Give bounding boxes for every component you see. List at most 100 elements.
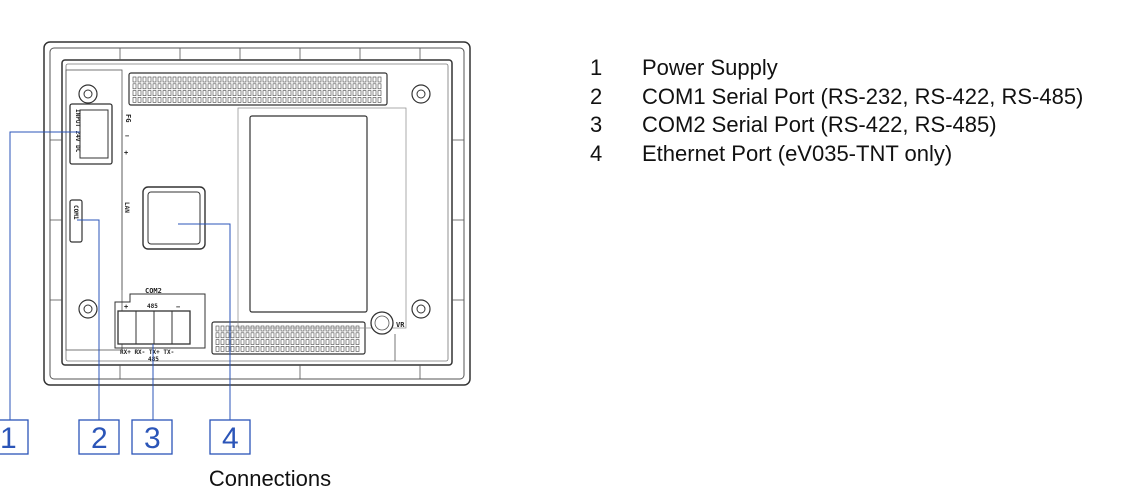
vent-slot bbox=[197, 83, 202, 90]
vent-slot bbox=[352, 76, 357, 83]
vent-slot bbox=[252, 83, 257, 90]
vent-slot bbox=[257, 90, 262, 96]
vent-slot bbox=[255, 339, 260, 345]
vent-slot bbox=[267, 76, 272, 83]
vent-slot bbox=[162, 90, 167, 96]
vent-slot bbox=[282, 97, 287, 103]
vent-slot bbox=[357, 76, 362, 83]
vent-slot bbox=[307, 90, 312, 96]
vent-slot bbox=[187, 83, 192, 90]
vent-slot bbox=[325, 339, 330, 345]
vent-slot bbox=[237, 90, 242, 96]
vent-slot bbox=[252, 76, 257, 83]
vent-slot bbox=[347, 90, 352, 96]
vent-slot bbox=[310, 332, 315, 339]
vent-slot bbox=[297, 83, 302, 90]
callout-box-1: 1 bbox=[0, 419, 29, 455]
vent-slot bbox=[245, 346, 250, 352]
vent-slot bbox=[297, 90, 302, 96]
com2-terminal: COM2 485 + − RX+ RX- TX+ TX- 485 bbox=[114, 287, 206, 363]
vent-slot bbox=[320, 325, 325, 332]
vent-slot bbox=[285, 332, 290, 339]
vent-slot bbox=[182, 97, 187, 103]
vent-slot bbox=[317, 90, 322, 96]
vent-slot bbox=[280, 346, 285, 352]
vent-slot bbox=[142, 97, 147, 103]
callout-leader-lines bbox=[9, 131, 231, 420]
vent-slot bbox=[330, 332, 335, 339]
vent-slot bbox=[222, 76, 227, 83]
vent-slot bbox=[217, 97, 222, 103]
vent-slot bbox=[362, 97, 367, 103]
vent-slot bbox=[227, 76, 232, 83]
vent-slot bbox=[245, 325, 250, 332]
vent-slot bbox=[267, 83, 272, 90]
vent-slot bbox=[327, 90, 332, 96]
vent-slot bbox=[347, 76, 352, 83]
vent-slot bbox=[377, 83, 382, 90]
screw-hole-top-left bbox=[78, 84, 98, 104]
vent-slot bbox=[262, 90, 267, 96]
vent-slot bbox=[357, 97, 362, 103]
vent-slot bbox=[270, 339, 275, 345]
vent-slot bbox=[340, 346, 345, 352]
vent-slot bbox=[152, 90, 157, 96]
vent-slot bbox=[172, 97, 177, 103]
vent-slot bbox=[342, 76, 347, 83]
vent-slot bbox=[325, 332, 330, 339]
vent-slot bbox=[315, 339, 320, 345]
vent-slot bbox=[255, 325, 260, 332]
vent-slot bbox=[245, 332, 250, 339]
vent-slot bbox=[272, 97, 277, 103]
vent-slot bbox=[285, 346, 290, 352]
lan-label: LAN bbox=[123, 202, 130, 213]
vent-slot bbox=[277, 76, 282, 83]
vent-slot bbox=[147, 90, 152, 96]
vent-slot bbox=[242, 97, 247, 103]
vent-slot bbox=[315, 346, 320, 352]
screw-hole-bottom-left bbox=[78, 299, 98, 319]
vent-slot bbox=[292, 83, 297, 90]
vent-slot bbox=[222, 83, 227, 90]
vent-slot bbox=[162, 76, 167, 83]
vent-slot bbox=[167, 76, 172, 83]
vent-slot bbox=[167, 97, 172, 103]
vent-slot bbox=[287, 76, 292, 83]
diagram-caption: Connections bbox=[208, 466, 332, 491]
vent-slot bbox=[260, 332, 265, 339]
vent-slot bbox=[305, 339, 310, 345]
vent-slot bbox=[322, 76, 327, 83]
legend-number: 2 bbox=[590, 83, 603, 109]
vent-slot bbox=[300, 346, 305, 352]
vent-slot bbox=[362, 90, 367, 96]
vent-slot bbox=[310, 339, 315, 345]
vent-slot bbox=[305, 325, 310, 332]
vent-slot bbox=[215, 339, 220, 345]
legend-text: COM2 Serial Port (RS-422, RS-485) bbox=[642, 112, 997, 137]
svg-text:−: − bbox=[125, 132, 129, 140]
vent-slot bbox=[300, 339, 305, 345]
vent-slot bbox=[325, 325, 330, 332]
vent-slot bbox=[332, 97, 337, 103]
vent-slot bbox=[287, 90, 292, 96]
device-rear-diagram: INPUT 24V DC FG − + COM1 LAN COM2 485 + … bbox=[0, 41, 471, 455]
vent-slot bbox=[350, 339, 355, 345]
power-terminal-label: INPUT 24V DC bbox=[74, 109, 81, 153]
vent-slot bbox=[322, 83, 327, 90]
vent-slot bbox=[260, 339, 265, 345]
vent-slot bbox=[282, 83, 287, 90]
vent-slot bbox=[225, 325, 230, 332]
vent-slot bbox=[377, 97, 382, 103]
leader-line-1 bbox=[9, 131, 80, 420]
callout-box-3: 3 bbox=[131, 419, 173, 455]
vent-slot bbox=[235, 346, 240, 352]
vent-slot bbox=[192, 76, 197, 83]
vent-slot bbox=[230, 339, 235, 345]
vent-slot bbox=[367, 90, 372, 96]
vent-slot bbox=[325, 346, 330, 352]
vent-slot bbox=[197, 90, 202, 96]
vent-slot bbox=[327, 97, 332, 103]
vent-slot bbox=[290, 332, 295, 339]
vent-slot bbox=[350, 346, 355, 352]
vent-slot bbox=[192, 90, 197, 96]
